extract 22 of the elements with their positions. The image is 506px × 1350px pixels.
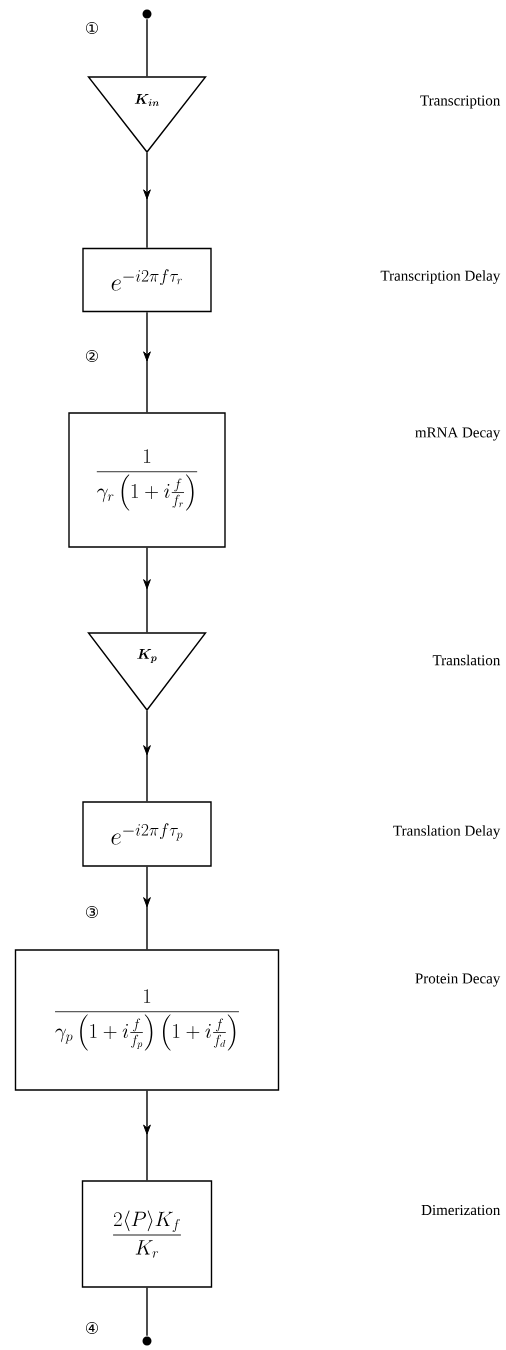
stage-label: Dimerization: [421, 1204, 501, 1216]
stage-label: Protein Decay: [415, 973, 501, 987]
callout-number: ①: [86, 22, 98, 34]
stage-label: Transcription: [420, 95, 501, 109]
callout-number: ③: [86, 906, 98, 918]
callout-number: ④: [86, 1322, 98, 1334]
arrow: [143, 311, 151, 413]
stage-label: Transcription Delay: [380, 270, 501, 284]
transfer-function-box: $\frac{2\langle P\rangle K_f}{K_r}$: [81, 1180, 213, 1288]
stage-label: Translation Delay: [393, 825, 501, 839]
callout-number: ②: [86, 350, 98, 362]
arrow: [143, 710, 151, 802]
arrow: [143, 547, 151, 633]
arrow: [143, 152, 151, 249]
stage-label: Translation: [432, 654, 501, 666]
transfer-function-box: $e^{-i2\pi f\tau_r}$: [82, 247, 212, 313]
transfer-function-box: $\frac{1}{\gamma_p\left(1+i\frac{f}{f_p}\right)\left(1+i\frac{f}{f_d}\right)}$: [14, 949, 280, 1091]
transfer-function-box: $\frac{1}{\gamma_r\left(1+i\frac{f}{f_r}\right)}$: [68, 412, 226, 548]
arrow: [143, 1090, 151, 1181]
transfer-function-box: $e^{-i2\pi f\tau_p}$: [82, 801, 212, 867]
arrow: [143, 866, 151, 950]
stage-label: mRNA Decay: [415, 427, 501, 441]
